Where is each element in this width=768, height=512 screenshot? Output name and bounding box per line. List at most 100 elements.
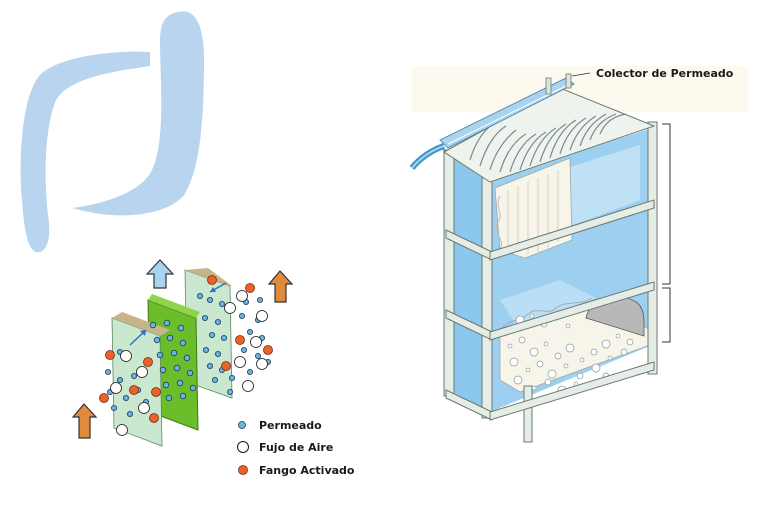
permeate-dot (111, 404, 118, 411)
tank-bubble (509, 357, 519, 367)
outlet-hose (409, 143, 446, 170)
sludge-dot-icon (238, 465, 248, 475)
permeate-dot (177, 324, 185, 332)
tank-bubble (536, 360, 544, 368)
particle-field (99, 275, 273, 436)
sludge-dot (235, 335, 245, 345)
tank-bubble (543, 341, 549, 347)
sludge-dot (151, 387, 161, 397)
logo-mark (20, 11, 204, 253)
collector-label: Colector de Permeado (596, 67, 734, 80)
permeate-dot (170, 349, 178, 357)
membrane-green-top (148, 294, 200, 318)
permeate-dot (214, 350, 221, 357)
permeate-dot (130, 372, 137, 379)
sludge-dot (99, 393, 109, 403)
tank-bubble (547, 369, 557, 379)
permeate-dot (226, 388, 233, 395)
panel-top-front (112, 312, 170, 336)
air-bubble (120, 350, 132, 362)
permeate-dot (246, 368, 253, 375)
air-bubble-icon (237, 441, 249, 453)
collector-leader-line (571, 72, 591, 77)
tank-bubble (565, 323, 571, 329)
tank-bubble (579, 357, 585, 363)
tank-bubble (531, 385, 537, 391)
permeate-dot (218, 300, 225, 307)
air-bubble (234, 356, 246, 368)
sludge-dot (207, 275, 217, 285)
permeate-dot (127, 410, 134, 417)
permeate-dot (156, 351, 164, 359)
legend-fango: Fango Activado (259, 464, 355, 477)
sludge-dot (245, 283, 255, 293)
tank-bubble (563, 363, 569, 369)
sludge-dot (105, 350, 115, 360)
sludge-dot (149, 413, 159, 423)
up-arrow-orange-left (71, 403, 98, 439)
tank-bubble (525, 367, 531, 373)
tank-bubble (565, 343, 575, 353)
tank-frame (442, 121, 658, 443)
permeate-dot (214, 318, 221, 325)
air-bubble (116, 424, 128, 436)
legend-permeado: Permeado (259, 419, 322, 432)
tank-bubble (607, 355, 613, 361)
permeate-dot (179, 339, 187, 347)
air-bubble (136, 366, 148, 378)
membrane-schematic (71, 259, 294, 447)
tank-bubble (591, 363, 601, 373)
tank-bubble (554, 352, 562, 360)
permeate-dot (117, 376, 124, 383)
permeate-dot (149, 321, 157, 329)
air-bubble (256, 310, 268, 322)
permeate-dot-icon (238, 421, 246, 429)
permeate-dot (220, 334, 227, 341)
air-bubble (138, 402, 150, 414)
mbr-tank: Colector de Permeado (409, 66, 748, 443)
permeate-dot (256, 296, 263, 303)
permeate-dot (183, 354, 191, 362)
tank-bubble (507, 343, 513, 349)
permeate-collector (439, 73, 656, 183)
permeate-dot (196, 292, 203, 299)
permeate-dot (176, 379, 184, 387)
permeate-dot (186, 369, 194, 377)
air-bubble (110, 382, 122, 394)
permeate-dot (165, 394, 173, 402)
legend: Permeado Fujo de Aire Fango Activado (237, 419, 355, 477)
permeate-dot (123, 394, 130, 401)
tank-bubble (615, 333, 621, 339)
permeate-dot (159, 366, 167, 374)
permeate-dot (208, 331, 215, 338)
permeate-dot (202, 346, 209, 353)
permeate-dot (246, 328, 253, 335)
tank-bubble (601, 339, 611, 349)
permeate-dot (105, 368, 112, 375)
side-brackets (662, 123, 671, 343)
permeate-dot (240, 346, 247, 353)
tank-bubble (513, 375, 523, 385)
tank-bubble (529, 313, 535, 319)
tank-bubble (529, 347, 539, 357)
permeate-dot (206, 362, 213, 369)
sludge-dot (263, 345, 273, 355)
permeate-dot (153, 336, 161, 344)
tank-bubble (544, 378, 552, 386)
air-bubble (250, 336, 262, 348)
up-arrow-orange-right (267, 270, 294, 303)
permeate-dot (166, 334, 174, 342)
tank-bubble (518, 336, 526, 344)
permeate-dot (201, 314, 208, 321)
tank-bubble (620, 348, 628, 356)
air-bubble (236, 290, 248, 302)
permeate-dot (206, 296, 213, 303)
permeate-dot (163, 319, 171, 327)
permeate-dot (173, 364, 181, 372)
tank-bubble (626, 338, 634, 346)
legend-aire: Fujo de Aire (259, 441, 333, 454)
up-arrow-blue (145, 259, 175, 289)
permeate-dot (238, 312, 245, 319)
permeate-dot (189, 384, 197, 392)
